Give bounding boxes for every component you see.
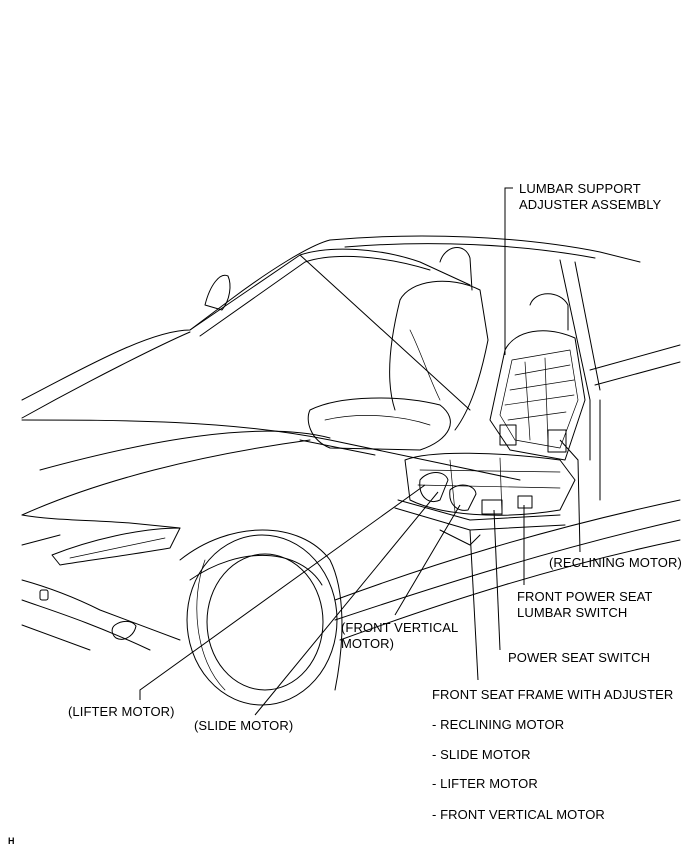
passenger-seat: [307, 247, 489, 451]
leader-lines: [139, 187, 581, 716]
driver-seat-frame: [394, 293, 586, 546]
car-body-outline: [21, 235, 681, 706]
lumbar-switch-label: FRONT POWER SEAT LUMBAR SWITCH: [517, 589, 653, 620]
power-seat-switch-label: POWER SEAT SWITCH: [508, 650, 651, 665]
frame-component-lifter: - LIFTER MOTOR: [432, 776, 538, 791]
front-seat-frame-label: FRONT SEAT FRAME WITH ADJUSTER: [432, 687, 674, 702]
slide-motor-label: (SLIDE MOTOR): [194, 718, 294, 733]
reclining-motor-label: (RECLINING MOTOR): [549, 555, 682, 570]
frame-component-front-vertical: - FRONT VERTICAL MOTOR: [432, 807, 605, 822]
frame-component-reclining: - RECLINING MOTOR: [432, 717, 565, 732]
figure-code: H: [8, 836, 15, 846]
lumbar-support-label: LUMBAR SUPPORT ADJUSTER ASSEMBLY: [519, 181, 662, 212]
front-vertical-motor-label: (FRONT VERTICAL MOTOR): [341, 620, 459, 651]
lifter-motor-label: (LIFTER MOTOR): [68, 704, 175, 719]
frame-component-slide: - SLIDE MOTOR: [432, 747, 531, 762]
